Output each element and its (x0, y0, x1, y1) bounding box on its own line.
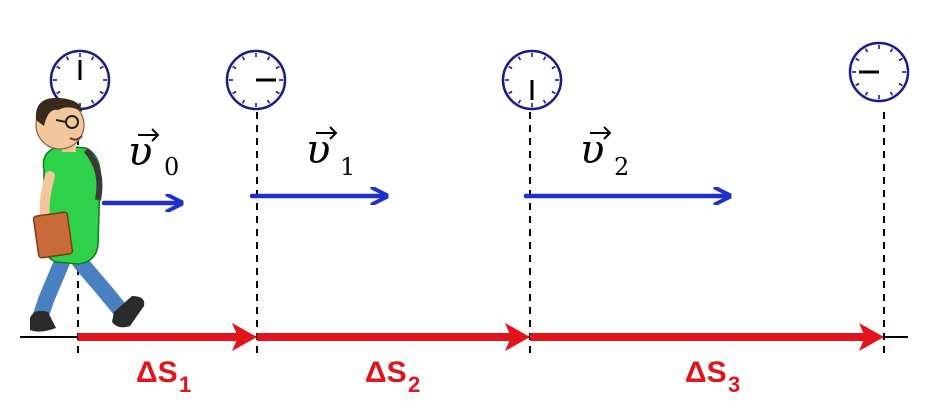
velocity-arrows (101, 196, 728, 203)
svg-text:υ: υ (580, 127, 604, 173)
displacement-arrow-1 (257, 323, 530, 351)
svg-text:3: 3 (728, 372, 740, 397)
time-markers (77, 112, 885, 355)
displacement-arrows (78, 323, 884, 351)
displacement-label-0: ΔS 1 (136, 356, 191, 397)
displacement-arrow-0 (78, 323, 257, 351)
displacement-label-2: ΔS 3 (685, 356, 740, 397)
svg-text:υ: υ (128, 129, 152, 175)
displacement-labels: ΔS 1 ΔS 2 ΔS 3 (136, 356, 740, 397)
velocity-label-1: υ 1 (306, 126, 355, 181)
velocity-labels: υ 0 υ 1 υ 2 (128, 126, 629, 181)
vector-arrow-icon (138, 128, 160, 142)
displacement-arrow-2 (530, 323, 884, 351)
vector-arrow-icon (590, 126, 612, 140)
svg-text:1: 1 (340, 153, 355, 181)
walking-man-icon (30, 97, 145, 332)
svg-text:υ: υ (306, 127, 330, 173)
clocks (49, 41, 910, 111)
velocity-label-2: υ 2 (580, 126, 629, 181)
svg-text:ΔS: ΔS (136, 356, 178, 389)
svg-text:ΔS: ΔS (685, 356, 727, 389)
velocity-label-0: υ 0 (128, 128, 179, 181)
svg-text:0: 0 (164, 153, 179, 181)
clock-icon (501, 49, 563, 111)
displacement-label-1: ΔS 2 (365, 356, 420, 397)
clock-icon (848, 41, 910, 103)
svg-text:1: 1 (179, 372, 191, 397)
clock-icon (225, 49, 287, 111)
svg-text:2: 2 (614, 153, 629, 181)
vector-arrow-icon (316, 126, 338, 140)
svg-text:ΔS: ΔS (365, 356, 407, 389)
svg-text:2: 2 (408, 372, 420, 397)
